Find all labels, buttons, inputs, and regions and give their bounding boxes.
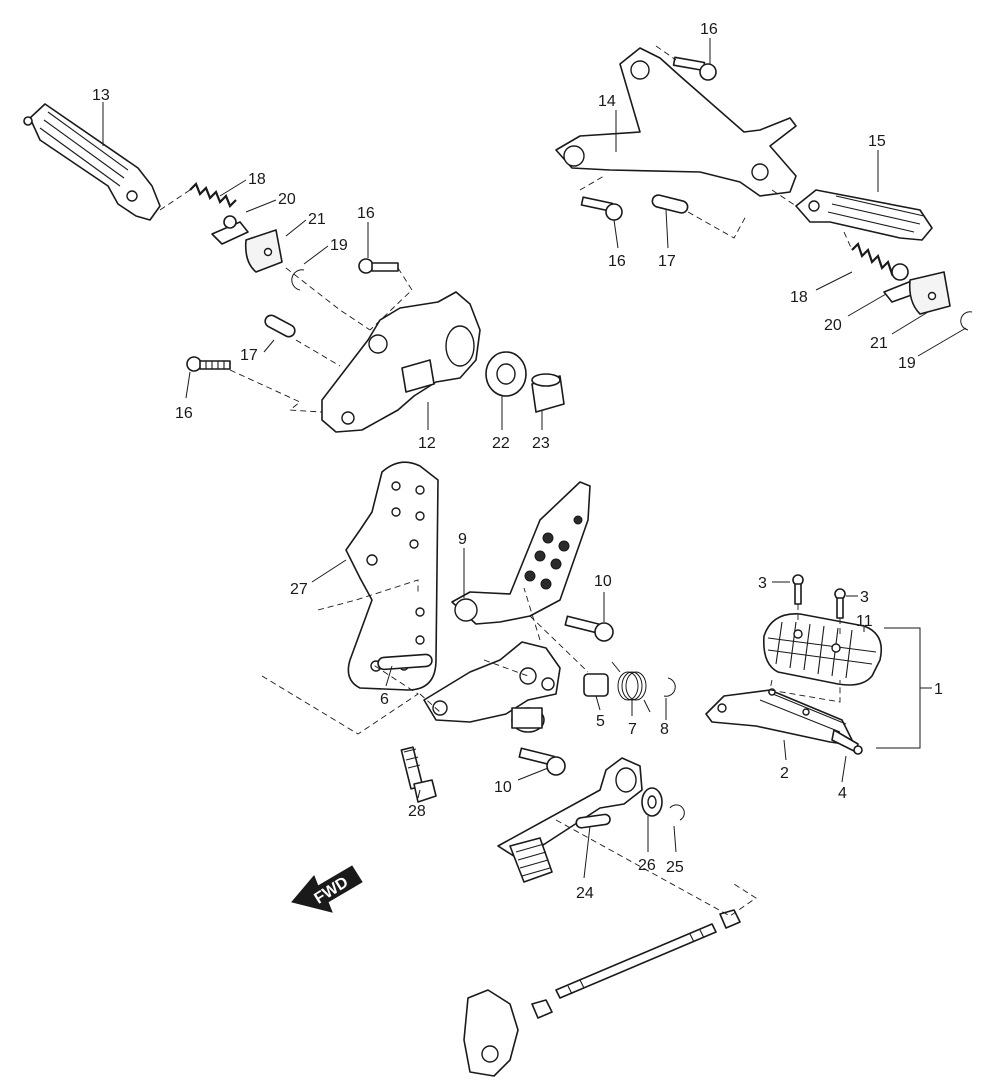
bracket-12 xyxy=(321,291,481,433)
clip-25 xyxy=(669,804,685,821)
bolt-28 xyxy=(400,746,437,803)
collar-5 xyxy=(583,673,609,697)
callout-16-mid-right: 16 xyxy=(608,253,626,270)
rubber-11 xyxy=(762,613,883,686)
callout-9: 9 xyxy=(458,531,467,548)
plate-21-right xyxy=(908,271,951,315)
footpeg-13 xyxy=(23,103,161,221)
bolt-16-mid-right xyxy=(580,196,623,221)
spring-7 xyxy=(611,661,651,713)
spring-18-right xyxy=(851,241,899,277)
callout-1: 1 xyxy=(934,681,943,698)
callout-22: 22 xyxy=(492,435,510,452)
callout-3-right: 3 xyxy=(860,589,869,606)
callout-20-right: 20 xyxy=(824,317,842,334)
callout-19-right: 19 xyxy=(898,355,916,372)
callout-13: 13 xyxy=(92,87,110,104)
callout-16-lower-left: 16 xyxy=(175,405,193,422)
footpeg-body-2 xyxy=(705,688,853,745)
bracket-9 xyxy=(451,481,591,625)
shift-lever-arm xyxy=(423,641,561,723)
callout-18-right: 18 xyxy=(790,289,808,306)
leader-lines xyxy=(102,38,967,879)
clip-8 xyxy=(663,677,676,697)
bolt-16-lower-left xyxy=(186,356,231,372)
callout-24: 24 xyxy=(576,885,594,902)
callout-numbers: 13 18 20 21 19 16 17 16 12 22 23 16 14 1… xyxy=(92,21,943,908)
callout-2: 2 xyxy=(780,765,789,782)
callout-17-right: 17 xyxy=(658,253,676,270)
plate-27 xyxy=(345,461,439,691)
callout-25: 25 xyxy=(666,859,684,876)
clip-19-right xyxy=(960,311,973,331)
shift-pedal-24 xyxy=(497,757,643,883)
callout-16-top-right: 16 xyxy=(700,21,718,38)
bolt-16-top-right xyxy=(672,56,717,81)
callout-21-left: 21 xyxy=(308,211,326,228)
plate-21-left xyxy=(244,229,283,273)
callout-8: 8 xyxy=(660,721,669,738)
bolt-10-lower xyxy=(518,747,566,776)
collar-23 xyxy=(531,373,565,413)
callout-28: 28 xyxy=(408,803,426,820)
screw-3-right xyxy=(834,588,846,619)
callout-6: 6 xyxy=(380,691,389,708)
pin-6 xyxy=(377,653,433,671)
callout-10-upper: 10 xyxy=(594,573,612,590)
callout-26: 26 xyxy=(638,857,656,874)
callout-3-left: 3 xyxy=(758,575,767,592)
callout-18-left: 18 xyxy=(248,171,266,188)
fwd-arrow xyxy=(291,865,363,913)
pin-17-right xyxy=(651,194,689,214)
callout-5: 5 xyxy=(596,713,605,730)
washer-26 xyxy=(641,787,663,817)
footpeg-15 xyxy=(795,189,933,241)
callout-4: 4 xyxy=(838,785,847,802)
callout-19-left: 19 xyxy=(330,237,348,254)
callout-21-right: 21 xyxy=(870,335,888,352)
callout-15: 15 xyxy=(868,133,886,150)
callout-27: 27 xyxy=(290,581,308,598)
detent-ball-20-left xyxy=(211,215,249,245)
callout-17-left: 17 xyxy=(240,347,258,364)
clip-19-left xyxy=(291,269,305,291)
callout-11: 11 xyxy=(856,613,873,630)
bolt-16-upper-left xyxy=(358,258,399,274)
pin-17-left xyxy=(264,314,296,338)
rod-end-joint xyxy=(463,989,519,1077)
callout-10-lower: 10 xyxy=(494,779,512,796)
pin-4 xyxy=(831,729,863,755)
callout-16-upper-left: 16 xyxy=(357,205,375,222)
screw-3-left xyxy=(792,574,804,605)
spring-18-left xyxy=(189,182,237,208)
bracket-14 xyxy=(555,47,797,197)
bolt-10-upper xyxy=(564,615,614,642)
callout-23: 23 xyxy=(532,435,550,452)
shift-rod xyxy=(531,909,741,1019)
callout-12: 12 xyxy=(418,435,436,452)
callout-14: 14 xyxy=(598,93,616,110)
callout-7: 7 xyxy=(628,721,637,738)
callout-20-left: 20 xyxy=(278,191,296,208)
shaft-boss xyxy=(511,707,545,733)
bushing-22 xyxy=(485,351,527,397)
